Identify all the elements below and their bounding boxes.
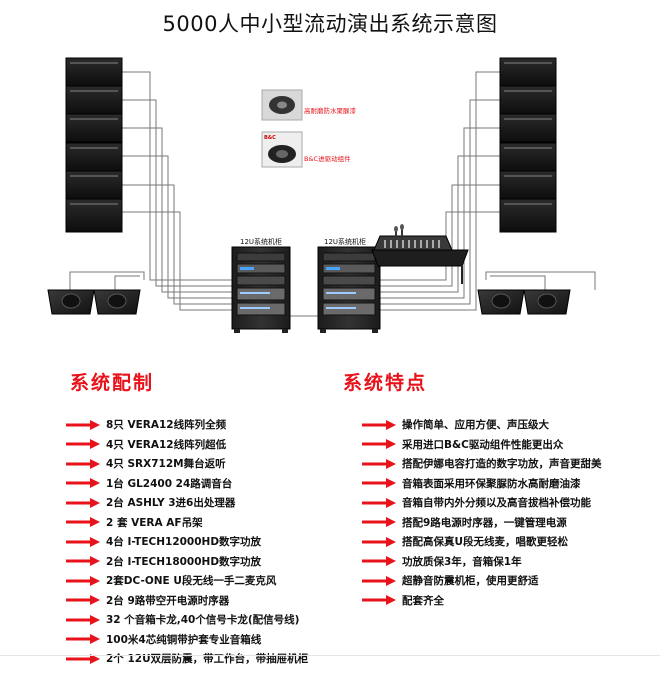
list-item-text: 搭配9路电源时序器，一键管理电源 bbox=[402, 516, 567, 529]
list-item-text: 配套齐全 bbox=[402, 594, 444, 607]
red-arrow-icon bbox=[66, 497, 100, 508]
list-item: 搭配9路电源时序器，一键管理电源 bbox=[362, 513, 658, 533]
list-item-text: 功放质保3年，音箱保1年 bbox=[402, 555, 522, 568]
features-list: 操作简单、应用方便、声压级大采用进口B&C驱动组件性能更出众搭配伊娜电容打造的数… bbox=[362, 415, 658, 610]
red-arrow-icon bbox=[66, 458, 100, 469]
list-item: 2套DC-ONE U段无线一手二麦克风 bbox=[66, 571, 336, 591]
red-arrow-icon bbox=[362, 497, 396, 508]
red-arrow-icon bbox=[362, 556, 396, 567]
list-item-text: 音箱表面采用环保聚脲防水高耐磨油漆 bbox=[402, 477, 581, 490]
page-title: 5000人中小型流动演出系统示意图 bbox=[162, 12, 498, 36]
list-item: 4只 VERA12线阵列超低 bbox=[66, 435, 336, 455]
list-item: 搭配伊娜电容打造的数字功放，声音更甜美 bbox=[362, 454, 658, 474]
red-arrow-icon bbox=[362, 478, 396, 489]
component-coating-image: 高耐磨防水聚脲漆 bbox=[261, 89, 357, 121]
list-item: 配套齐全 bbox=[362, 591, 658, 611]
line-array-right bbox=[499, 57, 557, 233]
red-arrow-icon bbox=[362, 595, 396, 606]
red-arrow-icon bbox=[362, 458, 396, 469]
red-arrow-icon bbox=[66, 478, 100, 489]
red-arrow-icon bbox=[66, 536, 100, 547]
list-item-text: 2台 ASHLY 3进6出处理器 bbox=[106, 497, 236, 510]
bottom-divider bbox=[0, 655, 660, 656]
red-arrow-icon bbox=[66, 653, 100, 664]
list-item-text: 4只 VERA12线阵列超低 bbox=[106, 438, 227, 451]
list-item: 2台 I-TECH18000HD数字功放 bbox=[66, 552, 336, 572]
list-item: 超静音防震机柜，使用更舒适 bbox=[362, 571, 658, 591]
list-item-text: 采用进口B&C驱动组件性能更出众 bbox=[402, 438, 564, 451]
red-arrow-icon bbox=[66, 439, 100, 450]
red-arrow-icon bbox=[362, 439, 396, 450]
list-item: 操作简单、应用方便、声压级大 bbox=[362, 415, 658, 435]
mixing-console bbox=[371, 224, 469, 284]
list-item-text: 操作简单、应用方便、声压级大 bbox=[402, 419, 549, 432]
stage-monitor-left-1 bbox=[47, 289, 95, 315]
list-item-text: 2 套 VERA AF吊架 bbox=[106, 516, 203, 529]
list-item: 4只 SRX712M舞台返听 bbox=[66, 454, 336, 474]
red-arrow-icon bbox=[66, 614, 100, 625]
list-item-text: 超静音防震机柜，使用更舒适 bbox=[402, 575, 539, 588]
list-item-text: 1台 GL2400 24路调音台 bbox=[106, 477, 233, 490]
red-arrow-icon bbox=[66, 517, 100, 528]
component-1-label: 高耐磨防水聚脲漆 bbox=[304, 106, 357, 115]
red-arrow-icon bbox=[66, 419, 100, 430]
list-item: 2台 ASHLY 3进6出处理器 bbox=[66, 493, 336, 513]
red-arrow-icon bbox=[66, 556, 100, 567]
list-item-text: 4台 I-TECH12000HD数字功放 bbox=[106, 536, 262, 549]
list-item: 8只 VERA12线阵列全频 bbox=[66, 415, 336, 435]
rack-left: 12U系统机柜 bbox=[231, 237, 291, 333]
list-item: 100米4芯纯铜带护套专业音箱线 bbox=[66, 630, 336, 650]
config-heading: 系统配制 bbox=[70, 372, 155, 394]
features-heading: 系统特点 bbox=[343, 372, 428, 394]
list-item: 4台 I-TECH12000HD数字功放 bbox=[66, 532, 336, 552]
list-item-text: 搭配高保真U段无线麦，唱歌更轻松 bbox=[402, 536, 569, 549]
component-driver-image: B&C B&C进驱动组件 bbox=[261, 131, 351, 168]
stage-monitor-right-1 bbox=[477, 289, 525, 315]
stage-monitor-right-2 bbox=[523, 289, 571, 315]
red-arrow-icon bbox=[66, 575, 100, 586]
list-item-text: 100米4芯纯铜带护套专业音箱线 bbox=[106, 633, 262, 646]
rack-left-label: 12U系统机柜 bbox=[240, 237, 282, 246]
list-item: 音箱表面采用环保聚脲防水高耐磨油漆 bbox=[362, 474, 658, 494]
bc-badge: B&C bbox=[264, 135, 276, 141]
rack-right: 12U系统机柜 bbox=[317, 237, 381, 333]
list-item: 2台 9路带空开电源时序器 bbox=[66, 591, 336, 611]
list-item: 1台 GL2400 24路调音台 bbox=[66, 474, 336, 494]
list-item: 音箱自带内外分频以及高音拔档补偿功能 bbox=[362, 493, 658, 513]
stage-monitor-left-2 bbox=[93, 289, 141, 315]
rack-right-label: 12U系统机柜 bbox=[324, 237, 366, 246]
red-arrow-icon bbox=[362, 419, 396, 430]
list-item: 32 个音箱卡龙,40个信号卡龙(配信号线) bbox=[66, 610, 336, 630]
component-2-label: B&C进驱动组件 bbox=[304, 154, 351, 163]
list-item: 功放质保3年，音箱保1年 bbox=[362, 552, 658, 572]
list-item-text: 2套DC-ONE U段无线一手二麦克风 bbox=[106, 575, 277, 588]
config-list: 8只 VERA12线阵列全频 4只 VERA12线阵列超低 4只 SRX712M舞台… bbox=[66, 415, 336, 669]
red-arrow-icon bbox=[362, 575, 396, 586]
list-item-text: 2台 9路带空开电源时序器 bbox=[106, 594, 230, 607]
list-item-text: 音箱自带内外分频以及高音拔档补偿功能 bbox=[402, 497, 591, 510]
red-arrow-icon bbox=[362, 517, 396, 528]
list-item-text: 2台 I-TECH18000HD数字功放 bbox=[106, 555, 262, 568]
cable-lines bbox=[69, 71, 596, 317]
red-arrow-icon bbox=[66, 634, 100, 645]
list-item-text: 32 个音箱卡龙,40个信号卡龙(配信号线) bbox=[106, 614, 300, 627]
list-item: 采用进口B&C驱动组件性能更出众 bbox=[362, 435, 658, 455]
red-arrow-icon bbox=[66, 595, 100, 606]
red-arrow-icon bbox=[362, 536, 396, 547]
list-item: 2个 12U双层防震，带工作台，带抽屉机柜 bbox=[66, 649, 336, 669]
line-array-left bbox=[65, 57, 123, 233]
list-item-text: 4只 SRX712M舞台返听 bbox=[106, 458, 226, 471]
list-item-text: 2个 12U双层防震，带工作台，带抽屉机柜 bbox=[106, 653, 309, 666]
list-item: 2 套 VERA AF吊架 bbox=[66, 513, 336, 533]
system-diagram: 高耐磨防水聚脲漆 B&C B&C进驱动组件 12U系统机柜 12U系统机柜 bbox=[47, 57, 596, 333]
list-item: 搭配高保真U段无线麦，唱歌更轻松 bbox=[362, 532, 658, 552]
list-item-text: 搭配伊娜电容打造的数字功放，声音更甜美 bbox=[402, 458, 602, 471]
list-item-text: 8只 VERA12线阵列全频 bbox=[106, 419, 227, 432]
